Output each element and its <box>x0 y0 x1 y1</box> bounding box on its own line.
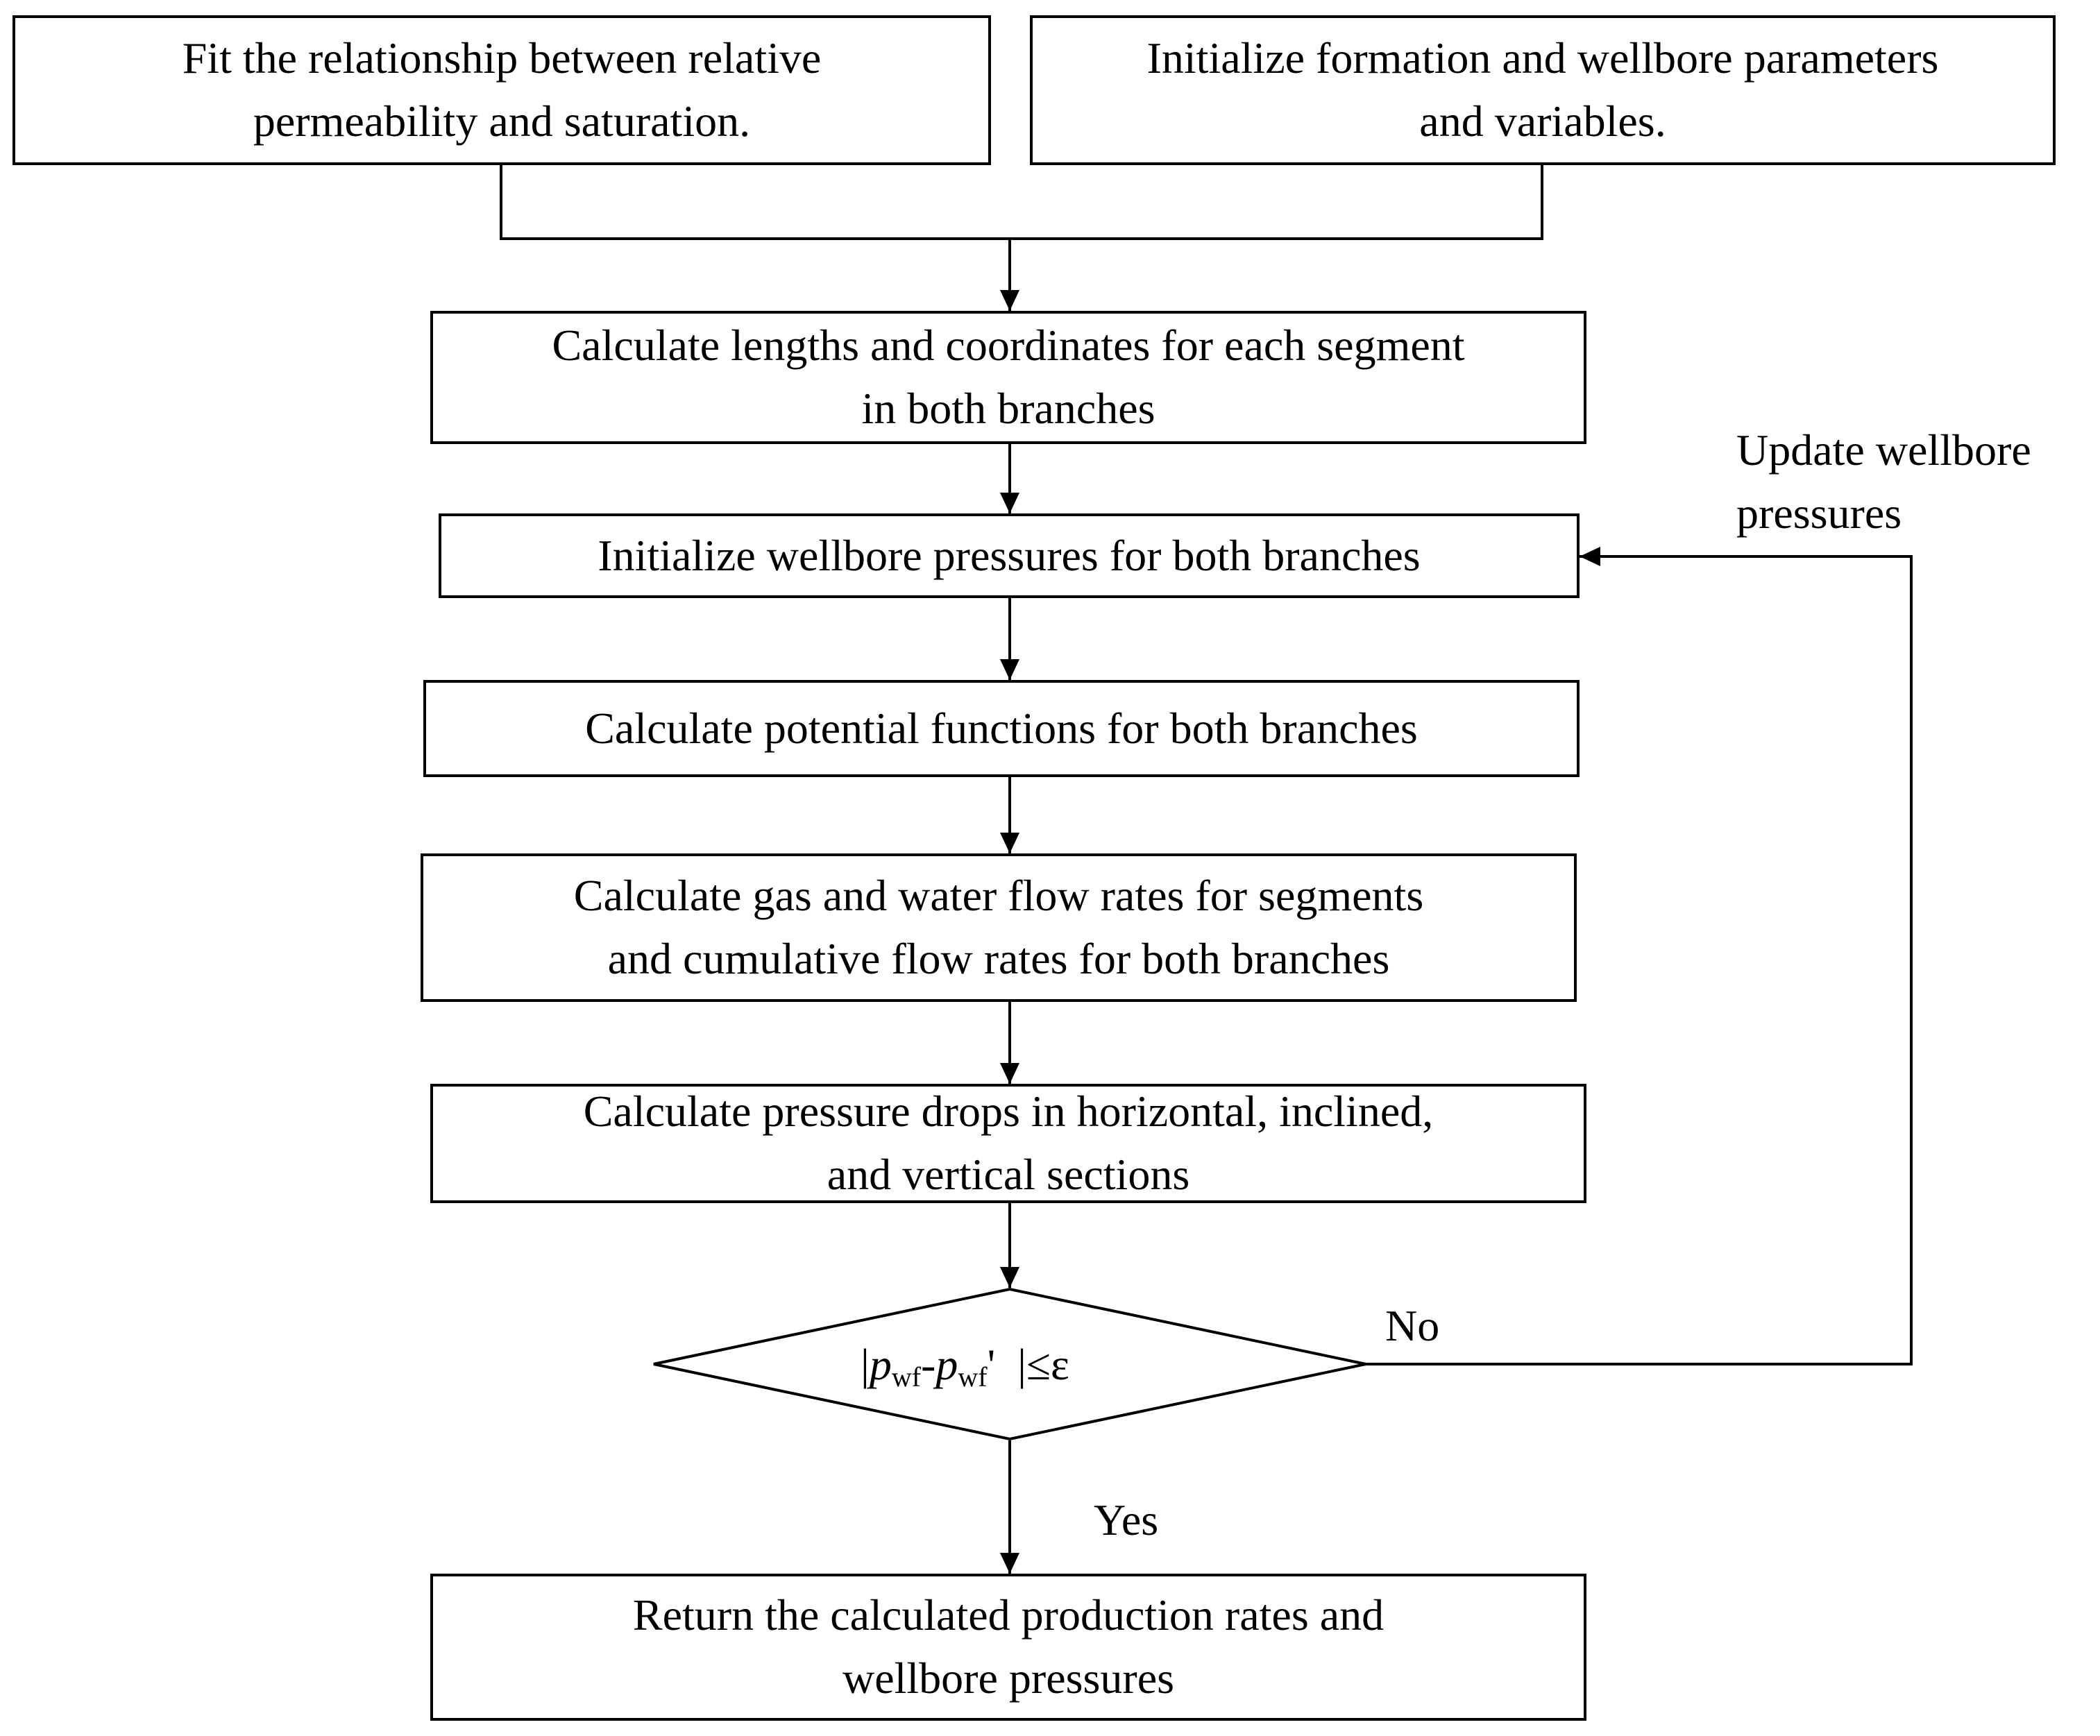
calc-drops-line2: and vertical sections <box>827 1150 1190 1199</box>
edge-label-update: Update wellbore pressures <box>1736 419 2031 545</box>
condition-p2: p <box>935 1340 958 1389</box>
fit-relperm-line1: Fit the relationship between relative <box>182 33 822 83</box>
condition-close: |≤ε <box>1017 1340 1069 1389</box>
condition-p1: p <box>869 1340 892 1389</box>
arrowhead-feedback <box>1580 547 1600 566</box>
edge-label-no: No <box>1385 1301 1440 1350</box>
arrowhead-decision <box>1000 1267 1019 1288</box>
return-results-box: Return the calculated production rates a… <box>430 1574 1586 1721</box>
arrowhead-potential <box>1000 659 1019 680</box>
condition-p1-sub: wf <box>891 1361 922 1393</box>
arrowhead-drops <box>1000 1063 1019 1084</box>
return-results-line2: wellbore pressures <box>842 1653 1175 1703</box>
fit-relperm-box: Fit the relationship between relative pe… <box>12 15 991 165</box>
condition-p2-sub: wf <box>958 1361 988 1393</box>
arrowhead-calc-segments <box>1000 290 1019 311</box>
condition-open-bar: | <box>861 1340 870 1389</box>
calc-flow-line2: and cumulative flow rates for both branc… <box>607 934 1390 983</box>
calc-drops-box: Calculate pressure drops in horizontal, … <box>430 1084 1586 1203</box>
calc-flow-box: Calculate gas and water flow rates for s… <box>421 853 1577 1002</box>
merge-connector <box>500 165 1543 240</box>
return-results-line1: Return the calculated production rates a… <box>632 1590 1385 1640</box>
condition-prime: ' <box>987 1340 996 1389</box>
calc-potential-box: Calculate potential functions for both b… <box>423 680 1580 777</box>
arrowhead-flow <box>1000 833 1019 853</box>
calc-potential-text: Calculate potential functions for both b… <box>585 703 1418 753</box>
decision-condition: |pwf-pwf' |≤ε <box>861 1339 1069 1393</box>
init-pressures-text: Initialize wellbore pressures for both b… <box>598 530 1421 580</box>
calc-segments-line2: in both branches <box>861 384 1155 433</box>
init-params-line1: Initialize formation and wellbore parame… <box>1146 33 1939 83</box>
condition-minus: - <box>921 1340 936 1389</box>
feedback-loop-no <box>1366 555 1913 1365</box>
calc-flow-line1: Calculate gas and water flow rates for s… <box>573 871 1424 921</box>
arrowhead-init-pressures <box>1000 493 1019 513</box>
init-params-box: Initialize formation and wellbore parame… <box>1030 15 2056 165</box>
init-params-line2: and variables. <box>1419 96 1666 146</box>
edge-label-update-line1: Update wellbore <box>1736 425 2031 475</box>
calc-segments-line1: Calculate lengths and coordinates for ea… <box>552 321 1465 371</box>
edge-label-yes: Yes <box>1094 1495 1159 1544</box>
calc-segments-box: Calculate lengths and coordinates for ea… <box>430 311 1586 444</box>
decision-diamond <box>653 1287 1366 1441</box>
calc-drops-line1: Calculate pressure drops in horizontal, … <box>583 1087 1434 1137</box>
edge-label-update-line2: pressures <box>1736 488 1902 538</box>
init-pressures-box: Initialize wellbore pressures for both b… <box>439 513 1580 598</box>
arrowhead-return <box>1000 1553 1019 1574</box>
fit-relperm-line2: permeability and saturation. <box>253 96 751 146</box>
